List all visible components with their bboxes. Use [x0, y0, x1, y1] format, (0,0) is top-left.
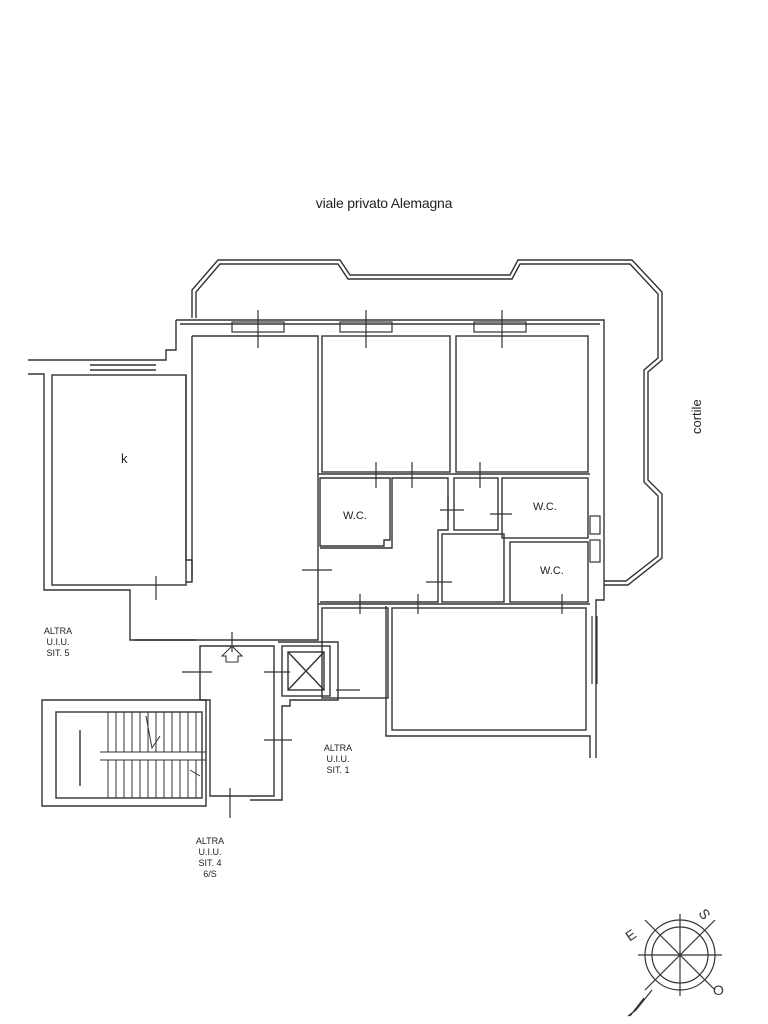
kitchen-room	[51, 374, 187, 586]
compass-rose	[627, 914, 722, 1017]
landing	[199, 645, 275, 797]
bedroom-2	[455, 335, 589, 473]
bedroom-3	[391, 607, 587, 731]
wc-label: W.C.	[540, 565, 564, 577]
facade-outline-inner	[195, 263, 659, 582]
living-room	[134, 335, 319, 641]
elevator	[281, 645, 331, 697]
other-unit-label: ALTRA U.I.U. SIT. 5	[43, 626, 73, 658]
wc-room-2	[501, 477, 589, 539]
building-perimeter	[176, 319, 605, 758]
street-label: viale privato Alemagna	[315, 195, 453, 211]
courtyard-label: cortile	[689, 399, 704, 434]
wc-label: W.C.	[343, 510, 367, 522]
hallway-room	[441, 533, 505, 603]
storage-room	[321, 607, 389, 699]
wc-room-3	[509, 541, 589, 603]
other-unit-label: ALTRA U.I.U. SIT. 1	[323, 743, 353, 775]
facade-outline	[191, 259, 663, 586]
closet	[453, 477, 499, 531]
other-unit-label: ALTRA U.I.U. SIT. 4 6/S	[195, 836, 225, 879]
kitchen-label: k	[121, 451, 128, 466]
wc-label: W.C.	[533, 501, 557, 513]
wc-room-1	[319, 477, 391, 547]
bedroom-1	[321, 335, 451, 473]
compass-west-label: O	[713, 982, 724, 998]
stairwell	[41, 699, 207, 807]
kitchen-wall	[28, 320, 177, 361]
